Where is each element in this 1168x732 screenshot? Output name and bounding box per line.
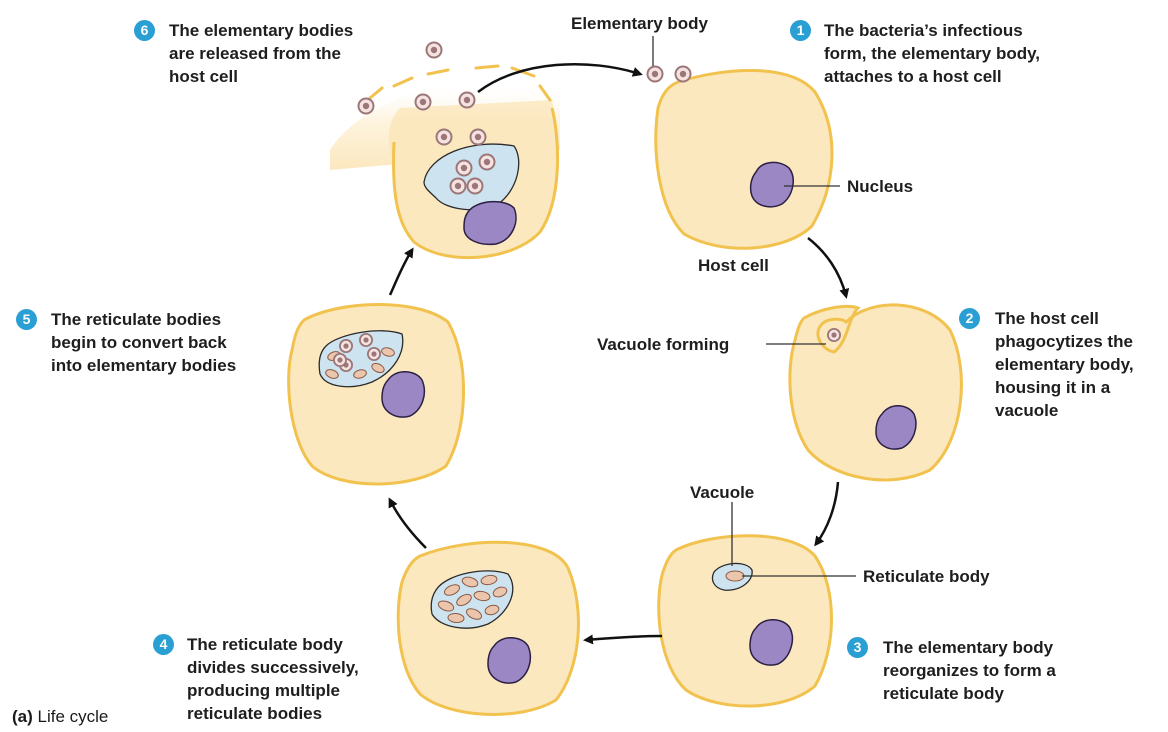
reticulate-body-3 (725, 570, 745, 582)
elementary-body-2 (827, 328, 841, 342)
step-4-badge: 4 (153, 634, 174, 655)
nucleus-3 (749, 619, 794, 666)
caption-text: Life cycle (37, 707, 109, 726)
elementary-body-1b (674, 65, 692, 83)
host-cell-6 (330, 41, 560, 260)
nucleus-6 (463, 200, 517, 246)
arrow-4-to-5 (388, 497, 427, 549)
arrow-3-to-4 (583, 634, 663, 645)
leader-lines (652, 36, 856, 577)
step-5-text: The reticulate bodies begin to convert b… (51, 310, 237, 375)
label-nucleus: Nucleus (847, 177, 914, 196)
step-5-badge: 5 (16, 309, 37, 330)
figure-caption: (a) Life cycle (12, 707, 108, 727)
arrow-6-to-1 (477, 63, 643, 93)
label-elementary-body: Elementary body (571, 14, 708, 33)
host-cell-3 (657, 534, 833, 708)
step-6-text: The elementary bodies are released from … (169, 21, 354, 86)
nucleus-5 (381, 371, 426, 418)
step-1-text: The bacteria’s infectious form, the elem… (824, 21, 1041, 86)
label-host-cell: Host cell (698, 256, 769, 275)
elementary-body-1a (646, 65, 664, 83)
cycle-arrows (388, 63, 850, 645)
step-3-badge: 3 (847, 637, 868, 658)
host-cell-2 (788, 303, 963, 482)
step-6-badge: 6 (134, 20, 155, 41)
step-1-badge: 1 (790, 20, 811, 41)
host-cell-5 (287, 303, 466, 486)
step-2-badge: 2 (959, 308, 980, 329)
step-3-text: The elementary body reorganizes to form … (883, 638, 1056, 703)
ruptured-membrane-6 (368, 64, 552, 102)
label-vacuole-forming: Vacuole forming (597, 335, 730, 354)
caption-tag: (a) (12, 707, 33, 726)
reticulate-bodies-5 (325, 347, 395, 379)
step-4-text: The reticulate body divides successively… (187, 635, 359, 723)
arrow-5-to-6 (388, 247, 414, 296)
host-cell-4 (396, 540, 580, 716)
nucleus-2 (875, 405, 917, 450)
nucleus-4 (487, 637, 532, 684)
arrow-2-to-3 (814, 481, 840, 547)
arrow-1-to-2 (807, 237, 850, 299)
nucleus-1 (749, 161, 794, 208)
host-cell-1 (646, 65, 834, 250)
step-2-text: The host cell phagocytizes the elementar… (995, 309, 1134, 420)
reticulate-bodies-4 (437, 574, 508, 624)
label-vacuole: Vacuole (690, 483, 755, 502)
label-reticulate-body: Reticulate body (863, 567, 990, 586)
